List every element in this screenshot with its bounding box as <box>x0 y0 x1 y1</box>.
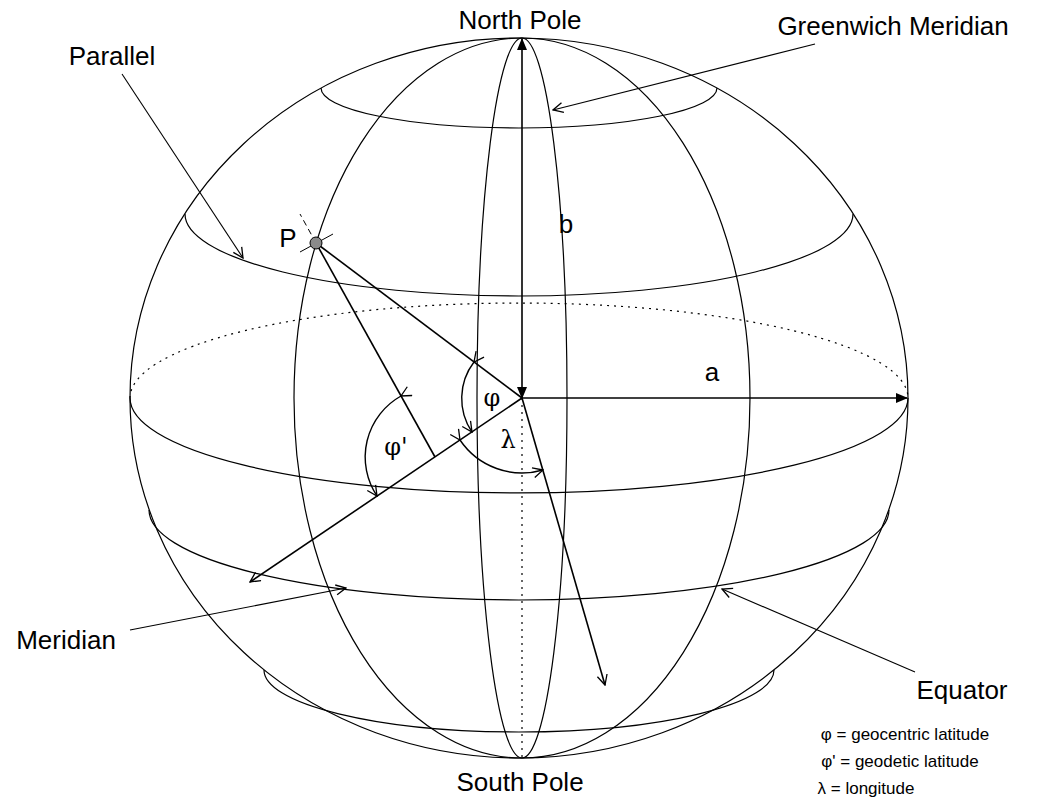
parallel-label: Parallel <box>69 42 156 71</box>
angle-label: φ <box>484 385 501 411</box>
angle-label: φ' <box>384 434 407 460</box>
meridian-label: Greenwich Meridian <box>777 12 1008 41</box>
pole-label: North Pole <box>456 6 585 35</box>
legend-note: φ = geocentric latitude <box>821 726 989 745</box>
angle-label: λ <box>500 427 515 453</box>
axis-label: a <box>705 358 719 387</box>
legend-note: φ' = geodetic latitude <box>821 753 978 772</box>
axis-label: b <box>559 210 573 239</box>
legend-note: λ = longitude <box>818 780 915 799</box>
equator-label: Equator <box>916 676 1007 705</box>
pole-label: South Pole <box>453 768 586 797</box>
meridian-label: Meridian <box>16 626 116 655</box>
point-label: P <box>279 224 296 253</box>
